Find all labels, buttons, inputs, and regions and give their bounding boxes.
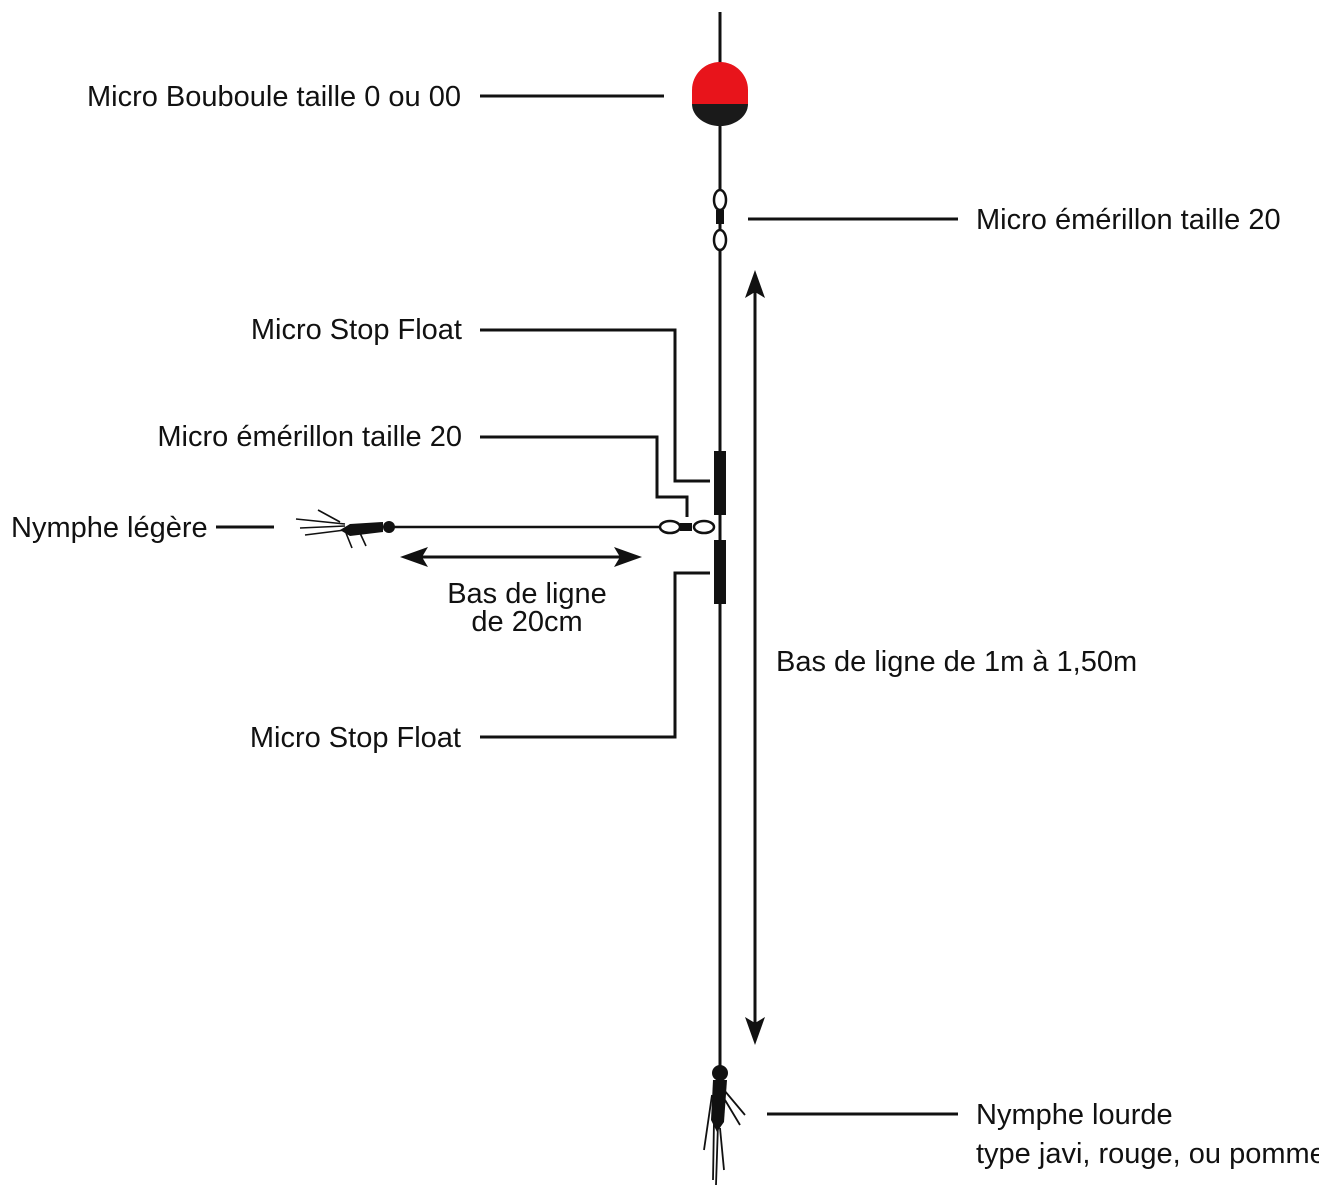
label-bas-ligne-20-line1: Bas de ligne: [447, 578, 607, 610]
label-bas-ligne-20-line2: de 20cm: [471, 606, 582, 638]
label-stop-float-bottom: Micro Stop Float: [250, 722, 461, 754]
label-emerillon-mid: Micro émérillon taille 20: [157, 421, 462, 453]
stop-float-bottom-icon: [714, 540, 726, 604]
length-arrow-main: [745, 270, 765, 1045]
label-nymphe-lourde-line1: Nymphe lourde: [976, 1099, 1173, 1131]
leader-stop-float-top: [480, 328, 710, 483]
label-bas-ligne-main: Bas de ligne de 1m à 1,50m: [776, 646, 1137, 678]
length-arrow-dropper: [400, 547, 642, 567]
label-stop-float-top: Micro Stop Float: [251, 314, 462, 346]
swivel-mid-icon: [658, 519, 716, 535]
leader-stop-float-bottom: [480, 571, 710, 739]
label-nymphe-legere: Nymphe légère: [11, 512, 208, 544]
label-emerillon-top: Micro émérillon taille 20: [976, 204, 1281, 236]
light-nymph-icon: [295, 509, 395, 549]
leader-emerillon-mid: [480, 435, 689, 517]
label-nymphe-lourde-line2: type javi, rouge, ou pomme: [976, 1138, 1319, 1170]
stop-float-top-icon: [714, 451, 726, 515]
swivel-top-icon: [712, 188, 728, 252]
label-bouboule: Micro Bouboule taille 0 ou 00: [87, 81, 461, 113]
heavy-nymph-icon: [703, 1065, 746, 1186]
float-icon: [692, 62, 748, 126]
